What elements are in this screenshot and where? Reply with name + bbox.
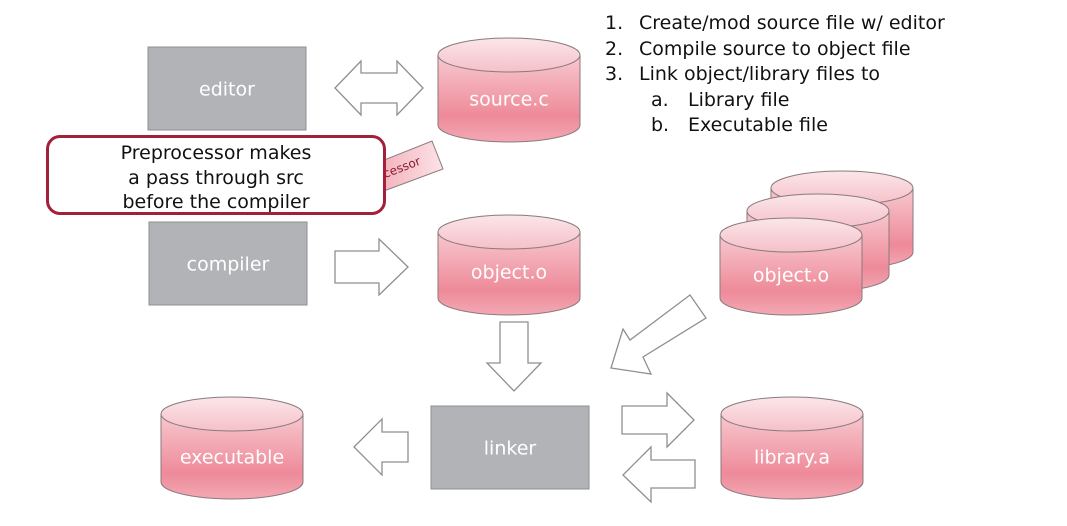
compiler-to-object-arrow bbox=[334, 237, 409, 297]
executable-label: executable bbox=[180, 447, 284, 469]
object-file-label: object.o bbox=[471, 262, 547, 284]
object-file-cylinder: object.o bbox=[437, 214, 581, 316]
step-text: Link object/library files to bbox=[639, 63, 881, 85]
sub-step-item: a. Library file bbox=[605, 88, 945, 114]
step-text: Create/mod source file w/ editor bbox=[639, 12, 945, 34]
object-cylinder-front bbox=[719, 217, 863, 316]
step-marker: a. bbox=[651, 88, 669, 111]
step-item: 3. Link object/library files to bbox=[605, 62, 945, 88]
steps-list: 1. Create/mod source file w/ editor 2. Com… bbox=[605, 11, 945, 139]
note-line: a pass through src bbox=[128, 166, 304, 189]
compiler-label: compiler bbox=[187, 254, 270, 276]
sub-step-item: b. Executable file bbox=[605, 113, 945, 139]
linker-label: linker bbox=[484, 438, 537, 460]
step-text: Executable file bbox=[688, 114, 828, 136]
editor-label: editor bbox=[199, 79, 255, 101]
editor-source-double-arrow bbox=[334, 59, 424, 117]
editor-box: editor bbox=[147, 46, 307, 131]
linker-box: linker bbox=[430, 405, 590, 490]
object-files-stack: object.o bbox=[719, 170, 914, 316]
linker-to-library-arrow bbox=[621, 391, 695, 449]
compiler-box: compiler bbox=[148, 221, 308, 306]
library-cylinder: library.a bbox=[720, 396, 864, 500]
library-label: library.a bbox=[754, 447, 830, 469]
executable-cylinder: executable bbox=[160, 396, 304, 500]
note-line: before the compiler bbox=[122, 191, 310, 213]
step-marker: 1. bbox=[605, 12, 624, 34]
step-marker: 2. bbox=[605, 37, 624, 60]
library-to-linker-arrow bbox=[622, 445, 696, 504]
step-text: Compile source to object file bbox=[639, 37, 911, 60]
note-line: Preprocessor makes bbox=[120, 142, 312, 164]
step-item: 2. Compile source to object file bbox=[605, 37, 945, 63]
step-marker: 3. bbox=[605, 63, 624, 85]
step-item: 1. Create/mod source file w/ editor bbox=[605, 11, 945, 37]
object-stack-to-linker-arrow bbox=[610, 294, 707, 375]
linker-to-executable-arrow bbox=[353, 417, 409, 477]
object-to-linker-arrow bbox=[485, 321, 543, 392]
step-marker: b. bbox=[651, 114, 670, 136]
step-text: Library file bbox=[688, 88, 790, 111]
source-file-cylinder: source.c bbox=[437, 37, 581, 143]
preprocessor-note: Preprocessor makes a pass through src be… bbox=[46, 135, 386, 215]
source-file-label: source.c bbox=[469, 89, 549, 111]
object-stack-label: object.o bbox=[753, 265, 829, 287]
